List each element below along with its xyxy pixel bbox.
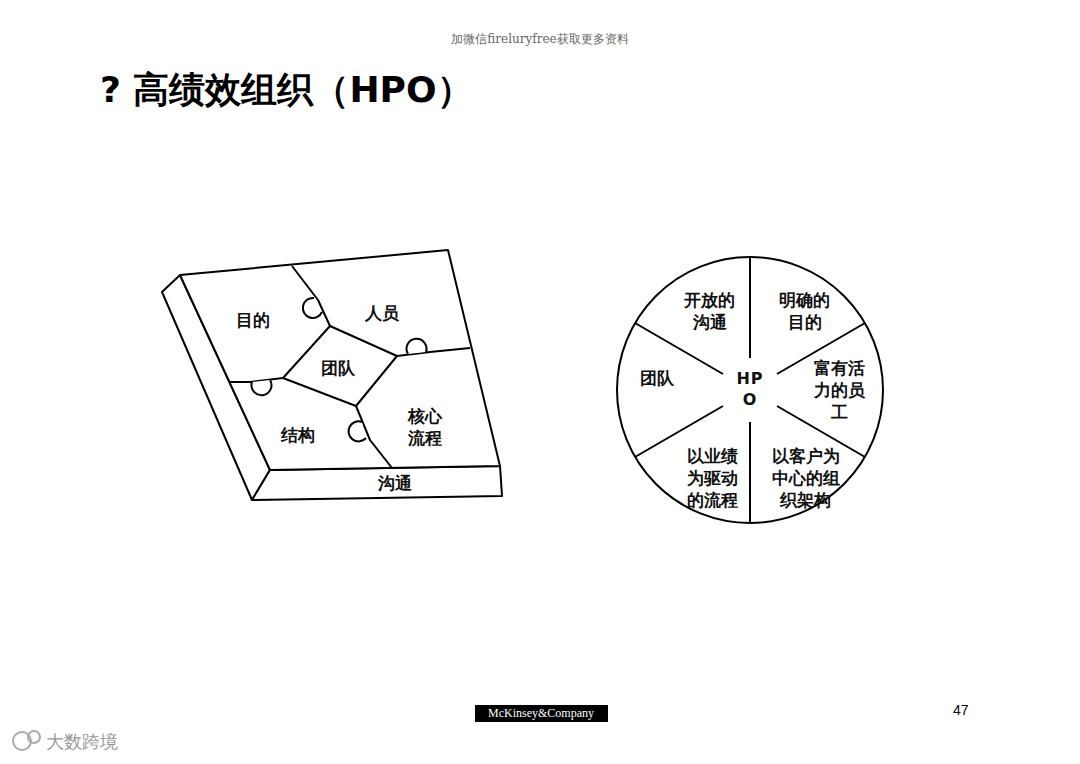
node-text: 核心流程 (406, 405, 443, 449)
logo-box (475, 705, 608, 722)
wheel-sector: 以客户为中心的组织架构 (770, 445, 841, 511)
node-text: 人员 (363, 302, 400, 324)
node-text: 结构 (279, 424, 316, 446)
node-text: 沟通 (376, 472, 413, 494)
puzzle-knob (251, 380, 271, 395)
piece-edge (230, 378, 283, 382)
node-text: 以客户为中心的组织架构 (770, 445, 841, 511)
node-text: HPO (731, 369, 769, 411)
node-text: 富有活力的员工 (813, 357, 867, 423)
slab-top (180, 250, 500, 470)
puzzle-piece: 人员 (363, 302, 400, 324)
wheel-sector: 开放的沟通 (683, 289, 737, 333)
puzzle-knob (407, 339, 427, 354)
puzzle-piece: 目的 (234, 309, 271, 331)
puzzle-piece: 核心流程 (406, 405, 443, 449)
puzzle-knob (303, 298, 322, 318)
watermark-icon (28, 731, 40, 743)
node-text: 明确的目的 (778, 289, 832, 333)
watermark: 加微信fireluryfree获取更多资料 (451, 31, 628, 48)
puzzle-piece: 结构 (279, 424, 316, 446)
piece-edge (292, 266, 330, 326)
wheel-sector: 团队 (638, 367, 675, 389)
team-piece (283, 326, 397, 406)
wheel-sector: 明确的目的 (778, 289, 832, 333)
node-text: 以业绩为驱动的流程 (686, 445, 740, 511)
page-number: 47 (953, 702, 969, 718)
slab-front-side (252, 466, 502, 500)
puzzle-piece: 团队 (319, 357, 356, 379)
wheel-sector: 富有活力的员工 (813, 357, 867, 423)
node-text: 团队 (319, 357, 356, 379)
sector-line (749, 257, 751, 358)
sector-line (749, 422, 751, 523)
puzzle-knob (349, 421, 366, 441)
watermark: 大数跨境 (46, 730, 118, 754)
wheel-sector: 以业绩为驱动的流程 (686, 445, 740, 511)
company-logo: McKinsey&Company (488, 706, 594, 721)
wheel-hub: HPO (731, 369, 769, 411)
node-text: 开放的沟通 (683, 289, 737, 333)
node-text: 团队 (638, 367, 675, 389)
slab-band: 沟通 (376, 472, 413, 494)
hpo-wheel (617, 257, 883, 523)
slide-title: ? 高绩效组织（HPO） (100, 66, 473, 115)
node-text: 目的 (234, 309, 271, 331)
